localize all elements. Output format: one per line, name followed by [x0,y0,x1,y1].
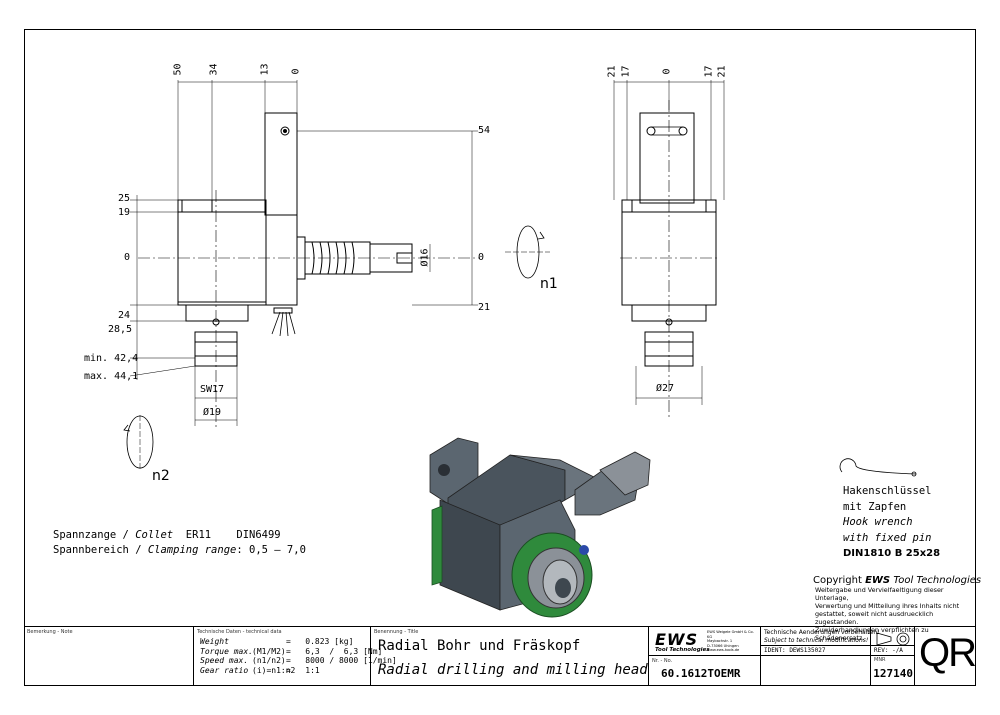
qr-cell: QR [914,627,977,686]
tech-data-rows: Weight= 0.823 [kg] Torque max.(M1/M2)= 6… [200,637,397,675]
mnr-number: 127140 [873,667,913,680]
dim-left-min: min. 42,4 [84,353,139,364]
iso-spindle [599,451,651,496]
iso-flange-left [431,505,443,586]
dim-left-max: max. 44,1 [84,371,139,382]
dim-front-top-1: 21 [606,65,618,78]
dim-left-25: 25 [118,193,131,204]
dim-right-0: 0 [478,252,485,263]
hook-wrench-icon [839,458,917,477]
dim-right-21: 21 [478,302,491,313]
hook-wrench-note: Hakenschlüssel mit Zapfen Hook wrench wi… [843,485,941,559]
dim-left-28-5: 28,5 [108,324,133,335]
side-view [123,80,550,470]
dim-top-1: 50 [172,63,184,76]
iso-pin-blue [579,545,589,555]
title-de: Radial Bohr und Fräskopf [378,638,581,654]
symbol-cell: REV: -/A MNR 127140 [870,627,914,686]
dim-dia-19: Ø19 [203,407,222,418]
iso-view [429,437,651,618]
side-top-cap [181,199,213,213]
side-body [177,199,267,306]
dim-sw17: SW17 [200,384,225,395]
dim-front-top-2: 17 [620,65,632,78]
collet-line-1: Spannzange / Collet ER11 DIN6499 [53,529,281,541]
side-bottom-flange [185,304,249,322]
side-gearbox [265,214,298,306]
projection-symbol-icon [876,632,910,646]
dim-front-top-3: 0 [661,68,673,75]
dim-top-4: 0 [290,68,302,75]
front-plate [639,112,695,204]
side-plate [264,112,298,216]
dim-top-3: 13 [259,63,271,76]
title-block-top-line [24,626,976,627]
dim-front-top-4: 17 [703,65,715,78]
tech-data-cell: Technische Daten - technical data Weight… [193,627,397,686]
title-cell: Benennung - Title Radial Bohr und Fräsko… [370,627,648,686]
dim-left-19: 19 [118,207,131,218]
dim-left-0: 0 [124,252,131,263]
notes-cell: Bemerkung - Note [27,629,73,635]
company-cell: EWS Tool Technologies EWS Weigele GmbH &… [648,627,760,686]
collet-line-2: Spannbereich / Clamping range: 0,5 – 7,0 [53,544,306,556]
side-plate-hole [280,126,290,136]
title-en: Radial drilling and milling head [378,662,648,678]
copyright-block: Copyright EWS Tool Technologies Weiterga… [813,575,982,642]
dim-right-54: 54 [478,125,491,136]
drawing-frame [24,29,976,686]
dim-front-top-5: 21 [716,65,728,78]
dim-front-dia-27: Ø27 [656,383,675,394]
dim-shaft-dia: Ø16 [419,248,431,267]
rotation-label-n2: n2 [152,468,170,484]
qr-label: QR [919,631,977,675]
rotation-label-n1: n1 [540,276,558,292]
dim-top-2: 34 [208,63,220,76]
dim-left-24: 24 [118,310,131,321]
front-view [613,80,725,420]
part-number: 60.1612TOEMR [661,667,741,680]
ews-logo: EWS [655,630,699,649]
change-cell: Technische Aenderungen vorbehalten! Subj… [760,627,880,686]
